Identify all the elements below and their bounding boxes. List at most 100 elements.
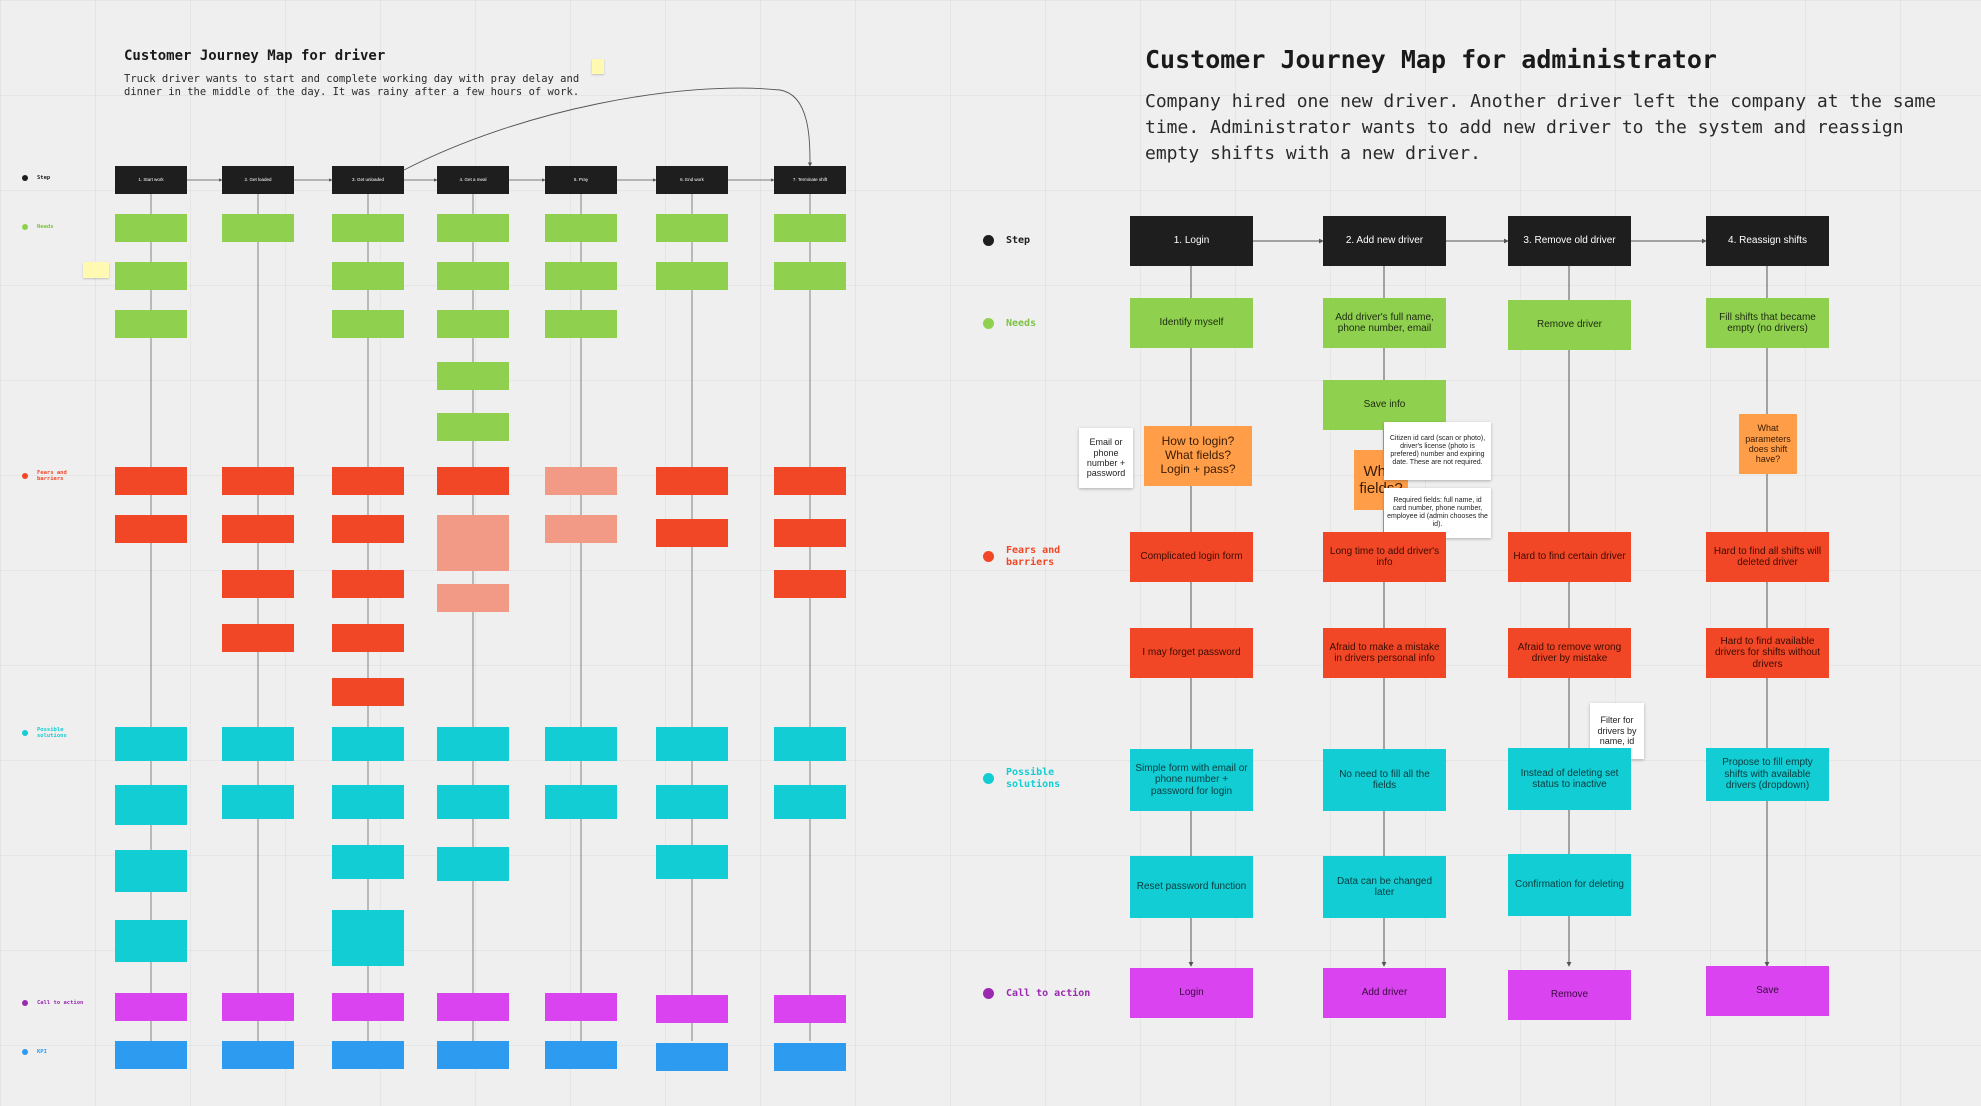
admin-question-card[interactable]: How to login? What fields? Login + pass? bbox=[1144, 426, 1252, 486]
driver-fears-card[interactable] bbox=[545, 467, 617, 495]
driver-solution-card[interactable] bbox=[656, 785, 728, 819]
driver-solution-card[interactable] bbox=[115, 920, 187, 962]
driver-step-card[interactable]: 5. Pray bbox=[545, 166, 617, 194]
admin-needs-card[interactable]: Identify myself bbox=[1130, 298, 1253, 348]
driver-kpi-card[interactable] bbox=[332, 1041, 404, 1069]
admin-note[interactable]: Email or phone number + password bbox=[1079, 428, 1133, 488]
driver-solution-card[interactable] bbox=[332, 727, 404, 761]
driver-fears-card[interactable] bbox=[437, 584, 509, 612]
admin-step-add-new-driver[interactable]: 2. Add new driver bbox=[1323, 216, 1446, 266]
driver-cta-card[interactable] bbox=[545, 993, 617, 1021]
add-driver-cta-button[interactable]: Add driver bbox=[1323, 968, 1446, 1018]
driver-solution-card[interactable] bbox=[774, 785, 846, 819]
driver-fears-card[interactable] bbox=[437, 467, 509, 495]
admin-needs-card[interactable]: Fill shifts that became empty (no driver… bbox=[1706, 298, 1829, 348]
admin-step-reassign-shifts[interactable]: 4. Reassign shifts bbox=[1706, 216, 1829, 266]
admin-solution-card[interactable]: Reset password function bbox=[1130, 856, 1253, 918]
driver-solution-card[interactable] bbox=[437, 785, 509, 819]
driver-step-card[interactable]: 4. Get a meal bbox=[437, 166, 509, 194]
driver-needs-card[interactable] bbox=[115, 262, 187, 290]
driver-step-card[interactable]: 2. Get loaded bbox=[222, 166, 294, 194]
admin-note[interactable]: Required fields: full name, id card numb… bbox=[1384, 488, 1491, 538]
driver-fears-card[interactable] bbox=[332, 678, 404, 706]
driver-needs-card[interactable] bbox=[545, 310, 617, 338]
driver-needs-card[interactable] bbox=[222, 214, 294, 242]
driver-solution-card[interactable] bbox=[545, 727, 617, 761]
admin-step-remove-old-driver[interactable]: 3. Remove old driver bbox=[1508, 216, 1631, 266]
driver-kpi-card[interactable] bbox=[656, 1043, 728, 1071]
driver-kpi-card[interactable] bbox=[774, 1043, 846, 1071]
driver-needs-card[interactable] bbox=[332, 214, 404, 242]
driver-fears-card[interactable] bbox=[222, 570, 294, 598]
driver-solution-card[interactable] bbox=[115, 785, 187, 825]
driver-kpi-card[interactable] bbox=[545, 1041, 617, 1069]
save-cta-button[interactable]: Save bbox=[1706, 966, 1829, 1016]
driver-fears-card[interactable] bbox=[222, 624, 294, 652]
driver-needs-card[interactable] bbox=[656, 214, 728, 242]
driver-needs-card[interactable] bbox=[115, 310, 187, 338]
driver-needs-card[interactable] bbox=[437, 413, 509, 441]
driver-fears-card[interactable] bbox=[774, 467, 846, 495]
driver-cta-card[interactable] bbox=[656, 995, 728, 1023]
admin-fears-card[interactable]: Afraid to remove wrong driver by mistake bbox=[1508, 628, 1631, 678]
driver-solution-card[interactable] bbox=[115, 727, 187, 761]
driver-needs-card[interactable] bbox=[332, 310, 404, 338]
admin-fears-card[interactable]: Complicated login form bbox=[1130, 532, 1253, 582]
driver-solution-card[interactable] bbox=[437, 847, 509, 881]
admin-fears-card[interactable]: I may forget password bbox=[1130, 628, 1253, 678]
driver-kpi-card[interactable] bbox=[115, 1041, 187, 1069]
driver-fears-card[interactable] bbox=[332, 467, 404, 495]
driver-cta-card[interactable] bbox=[437, 993, 509, 1021]
driver-cta-card[interactable] bbox=[222, 993, 294, 1021]
driver-kpi-card[interactable] bbox=[222, 1041, 294, 1069]
driver-needs-card[interactable] bbox=[115, 214, 187, 242]
admin-solution-card[interactable]: Simple form with email or phone number +… bbox=[1130, 749, 1253, 811]
driver-solution-card[interactable] bbox=[545, 785, 617, 819]
admin-fears-card[interactable]: Hard to find all shifts will deleted dri… bbox=[1706, 532, 1829, 582]
driver-fears-card[interactable] bbox=[332, 515, 404, 543]
admin-fears-card[interactable]: Long time to add driver's info bbox=[1323, 532, 1446, 582]
driver-fears-card[interactable] bbox=[332, 624, 404, 652]
driver-solution-card[interactable] bbox=[332, 910, 404, 966]
driver-solution-card[interactable] bbox=[656, 845, 728, 879]
admin-solution-card[interactable]: Data can be changed later bbox=[1323, 856, 1446, 918]
admin-needs-card[interactable]: Add driver's full name, phone number, em… bbox=[1323, 298, 1446, 348]
driver-fears-card[interactable] bbox=[222, 467, 294, 495]
driver-solution-card[interactable] bbox=[222, 727, 294, 761]
driver-solution-card[interactable] bbox=[656, 727, 728, 761]
driver-solution-card[interactable] bbox=[437, 727, 509, 761]
driver-fears-card[interactable] bbox=[545, 515, 617, 543]
driver-solution-card[interactable] bbox=[115, 850, 187, 892]
admin-fears-card[interactable]: Afraid to make a mistake in drivers pers… bbox=[1323, 628, 1446, 678]
admin-note[interactable]: Citizen id card (scan or photo), driver'… bbox=[1384, 422, 1491, 480]
driver-solution-card[interactable] bbox=[332, 785, 404, 819]
driver-needs-card[interactable] bbox=[437, 362, 509, 390]
admin-needs-card[interactable]: Save info bbox=[1323, 380, 1446, 430]
driver-needs-card[interactable] bbox=[332, 262, 404, 290]
driver-needs-card[interactable] bbox=[437, 310, 509, 338]
admin-fears-card[interactable]: Hard to find certain driver bbox=[1508, 532, 1631, 582]
driver-step-card[interactable]: 1. Start work bbox=[115, 166, 187, 194]
driver-kpi-card[interactable] bbox=[437, 1041, 509, 1069]
driver-fears-card[interactable] bbox=[115, 467, 187, 495]
driver-needs-card[interactable] bbox=[545, 262, 617, 290]
driver-fears-card[interactable] bbox=[332, 570, 404, 598]
admin-needs-card[interactable]: Remove driver bbox=[1508, 300, 1631, 350]
driver-fears-card[interactable] bbox=[774, 570, 846, 598]
driver-solution-card[interactable] bbox=[774, 727, 846, 761]
driver-fears-card[interactable] bbox=[656, 519, 728, 547]
remove-cta-button[interactable]: Remove bbox=[1508, 970, 1631, 1020]
driver-step-card[interactable]: 6. End work bbox=[656, 166, 728, 194]
admin-solution-card[interactable]: No need to fill all the fields bbox=[1323, 749, 1446, 811]
driver-solution-card[interactable] bbox=[332, 845, 404, 879]
login-cta-button[interactable]: Login bbox=[1130, 968, 1253, 1018]
driver-fears-card[interactable] bbox=[656, 467, 728, 495]
driver-step-card[interactable]: 7. Terminate shift bbox=[774, 166, 846, 194]
driver-solution-card[interactable] bbox=[222, 785, 294, 819]
driver-needs-card[interactable] bbox=[545, 214, 617, 242]
driver-needs-card[interactable] bbox=[437, 214, 509, 242]
driver-cta-card[interactable] bbox=[115, 993, 187, 1021]
sticky-note-icon[interactable] bbox=[592, 59, 604, 74]
driver-fears-card[interactable] bbox=[115, 515, 187, 543]
